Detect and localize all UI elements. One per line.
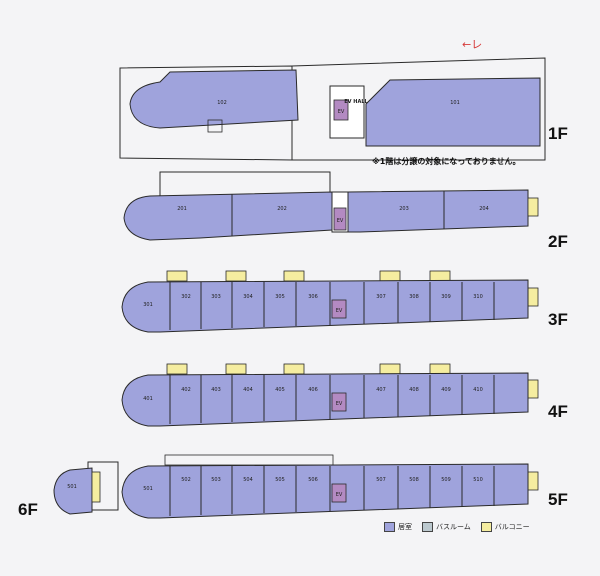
floor-6f-plan: [53, 461, 119, 515]
ev-label-2f: EV: [337, 218, 344, 224]
room-label-510: 510: [473, 477, 483, 483]
handwritten-arrow-note: ←レ: [462, 38, 483, 51]
room-label-504: 504: [243, 477, 253, 483]
room-label-505: 505: [275, 477, 285, 483]
room-label-407: 407: [376, 387, 386, 393]
legend-swatch-bathroom: [422, 522, 433, 532]
room-label-102: 102: [217, 100, 227, 106]
room-label-502: 502: [181, 477, 191, 483]
room-label-402: 402: [181, 387, 191, 393]
floor-1f-plan: [119, 57, 546, 161]
room-label-307: 307: [376, 294, 386, 300]
legend-label-room: 居室: [398, 523, 412, 531]
legend-item-room: 居室: [384, 522, 412, 532]
room-label-409: 409: [441, 387, 451, 393]
floor-label-2f: 2F: [548, 232, 568, 251]
legend: 居室 バスルーム バルコニー: [384, 522, 530, 532]
ev-label-4f: EV: [336, 401, 343, 407]
legend-label-bathroom: バスルーム: [436, 523, 471, 531]
floor-5f-plan: [121, 454, 539, 519]
floor-label-4f: 4F: [548, 402, 568, 421]
room-label-204: 204: [479, 206, 489, 212]
legend-swatch-balcony: [480, 522, 492, 532]
floor-label-3f: 3F: [548, 310, 568, 329]
room-label-303: 303: [211, 294, 221, 300]
floor-label-1f: 1F: [548, 124, 568, 143]
room-label-202: 202: [277, 206, 287, 212]
room-label-503: 503: [211, 477, 221, 483]
room-label-309: 309: [441, 294, 451, 300]
legend-item-bathroom: バスルーム: [422, 522, 471, 532]
ev-label-1f: EV: [338, 109, 345, 115]
room-label-305: 305: [275, 294, 285, 300]
room-label-308: 308: [409, 294, 419, 300]
floor-label-6f: 6F: [18, 500, 38, 519]
legend-label-balcony: バルコニー: [494, 523, 530, 531]
room-label-405: 405: [275, 387, 285, 393]
room-label-403: 403: [211, 387, 221, 393]
ev-label-5f: EV: [336, 492, 343, 498]
room-label-203: 203: [399, 206, 409, 212]
legend-item-balcony: バルコニー: [480, 522, 530, 532]
floor-3f-plan: [121, 270, 539, 333]
floor-2f-plan: [123, 171, 539, 241]
room-label-406: 406: [308, 387, 318, 393]
room-label-408: 408: [409, 387, 419, 393]
ev-label-3f: EV: [336, 308, 343, 314]
floor-4f-plan: [121, 363, 539, 427]
room-label-301: 301: [143, 302, 153, 308]
room-label-306: 306: [308, 294, 318, 300]
room-label-506: 506: [308, 477, 318, 483]
room-label-401: 401: [143, 396, 153, 402]
room-label-304: 304: [243, 294, 253, 300]
ev-hall-label: EV HALL: [344, 99, 368, 105]
room-label-501: 501: [143, 486, 153, 492]
legend-swatch-room: [384, 522, 395, 532]
room-label-404: 404: [243, 387, 253, 393]
note-1f-not-for-sale: ※1階は分譲の対象になっておりません。: [372, 157, 521, 166]
room-label-101: 101: [450, 100, 460, 106]
room-label-6f-501: 501: [67, 484, 77, 490]
floor-label-5f: 5F: [548, 490, 568, 509]
room-label-302: 302: [181, 294, 191, 300]
room-label-410: 410: [473, 387, 483, 393]
room-label-310: 310: [473, 294, 483, 300]
room-label-507: 507: [376, 477, 386, 483]
room-label-201: 201: [177, 206, 187, 212]
room-label-509: 509: [441, 477, 451, 483]
room-label-508: 508: [409, 477, 419, 483]
